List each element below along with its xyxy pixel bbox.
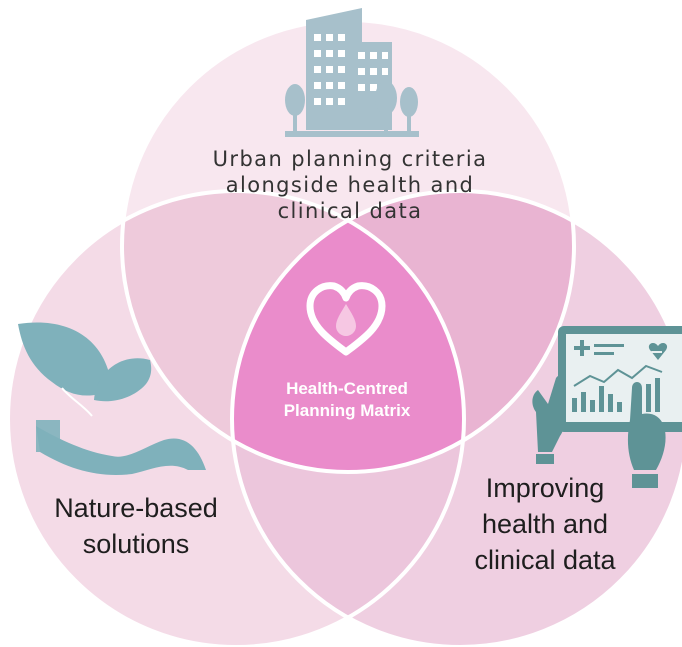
top-circle-label: Urban planning criteria alongside health… [150,146,550,224]
top-label-line-3: clinical data [277,199,423,223]
left-label-line-1: Nature-based [54,493,218,523]
hand-leaves-icon [18,322,206,476]
right-label-line-1: Improving [485,473,605,503]
tablet-health-dashboard-icon [532,326,682,488]
top-label-line-1: Urban planning criteria [212,147,488,171]
city-buildings-trees-icon [285,8,419,137]
right-label-line-3: clinical data [474,545,616,575]
right-circle-label: Improving health and clinical data [440,470,650,578]
heart-drop-icon [306,282,386,356]
top-label-line-2: alongside health and [225,173,475,197]
right-label-line-2: health and [481,509,609,539]
left-label-line-2: solutions [82,529,190,559]
center-label-line-2: Planning Matrix [283,401,411,420]
center-label: Health-Centred Planning Matrix [232,378,462,422]
center-label-line-1: Health-Centred [286,379,408,398]
left-circle-label: Nature-based solutions [16,490,256,562]
